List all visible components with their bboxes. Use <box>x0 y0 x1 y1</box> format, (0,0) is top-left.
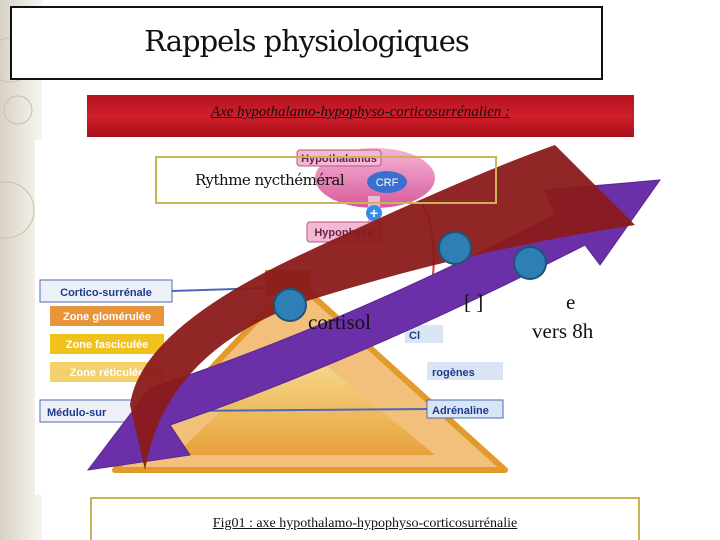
banner-text: Axe hypothalamo-hypophyso-corticosurréna… <box>210 104 511 120</box>
figure-diagram: Hypothalamus CRF + Hypophyse Cortico-sur… <box>39 148 508 473</box>
crf-bubble <box>367 171 407 193</box>
e-label: e <box>566 290 576 314</box>
hypothalamus-box <box>296 149 382 167</box>
adrenaline-label: Adrénaline <box>432 405 489 417</box>
caption-box: Fig01 : axe hypothalamo-hypophyso-cortic… <box>90 497 640 540</box>
cl-box <box>405 325 443 343</box>
red-arrow <box>130 145 635 470</box>
zone-glomerulee-label: Zone glomérulée <box>63 311 151 323</box>
title-box: Rappels physiologiques <box>10 6 603 80</box>
section-banner: Axe hypothalamo-hypophyso-corticosurréna… <box>87 95 634 137</box>
cycle-dot-3 <box>513 246 547 280</box>
androgenes-box <box>427 362 503 380</box>
rythme-box: Rythme nycthéméral <box>155 156 497 204</box>
page-title: Rappels physiologiques <box>144 24 470 58</box>
figure-caption: Fig01 : axe hypothalamo-hypophyso-cortic… <box>212 516 518 531</box>
adrenal-gland-inner <box>175 340 435 455</box>
plus-sign: + <box>370 205 378 221</box>
bracket-label: [ ] <box>464 290 484 314</box>
androgenes-label: rogènes <box>432 367 475 379</box>
cycle-dot-2 <box>438 231 472 265</box>
vers8h-label: vers 8h <box>532 319 594 343</box>
rythme-label: Rythme nycthéméral <box>195 171 345 189</box>
zone-reticulee-box <box>50 362 164 382</box>
cortisol-label: cortisol <box>308 310 371 334</box>
zone-fasciculee-box <box>50 334 164 354</box>
zone-reticulee-label: Zone réticulée <box>70 367 145 379</box>
cortico-surrenale-label: Cortico-surrénale <box>60 287 152 299</box>
medulo-arrow-line <box>171 408 428 412</box>
plus-sign-bubble <box>366 205 382 221</box>
zone-fasciculee-label: Zone fasciculée <box>66 339 149 351</box>
crf-label: CRF <box>376 177 399 189</box>
medulo-label: Médulo-sur <box>47 407 107 419</box>
cl-label: Cl <box>409 330 420 342</box>
cycle-dot-1 <box>273 288 307 322</box>
zone-glomerulee-box <box>50 306 164 326</box>
